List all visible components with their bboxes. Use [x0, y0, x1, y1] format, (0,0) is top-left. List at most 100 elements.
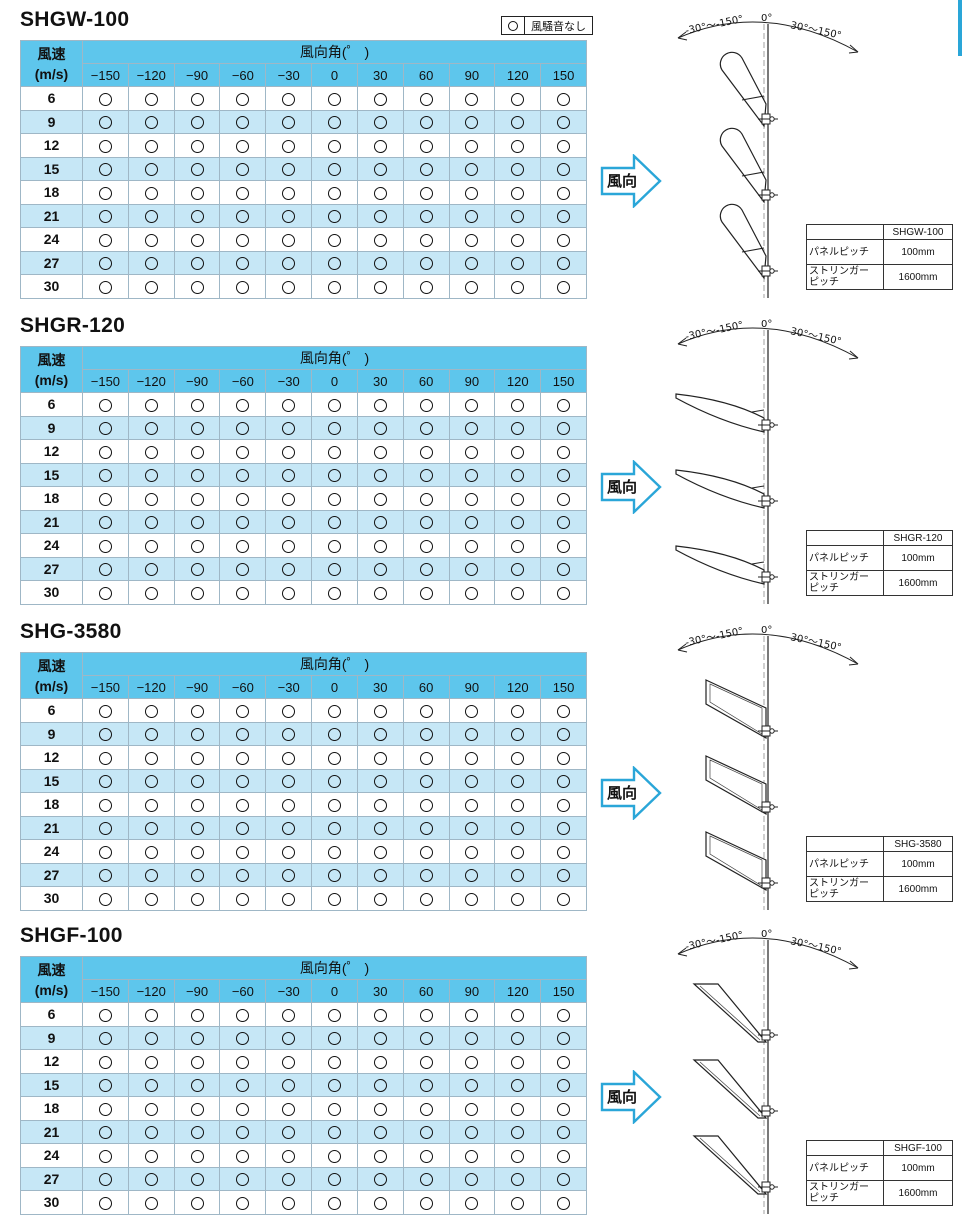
- circle-icon: [511, 586, 525, 600]
- center-angle-label: 0°: [761, 319, 772, 330]
- result-cell: [402, 721, 450, 746]
- table-row: 27: [20, 250, 587, 275]
- result-cell: [356, 250, 404, 275]
- result-cell: [402, 133, 450, 158]
- result-cell: [265, 792, 313, 817]
- circle-icon: [144, 257, 158, 271]
- circle-icon: [465, 775, 479, 789]
- circle-icon: [190, 92, 204, 106]
- result-cell: [448, 227, 496, 252]
- result-cell: [82, 180, 129, 205]
- result-cell: [82, 556, 129, 581]
- circle-icon: [236, 257, 250, 271]
- circle-icon: [419, 822, 433, 836]
- circle-icon: [557, 422, 571, 436]
- circle-icon: [327, 422, 341, 436]
- result-cell: [448, 509, 496, 534]
- result-cell: [219, 156, 267, 181]
- stringer-pitch-label: ストリンガーピッチ: [806, 570, 884, 596]
- result-cell: [311, 1072, 358, 1097]
- result-cell: [494, 1002, 542, 1027]
- result-cell: [540, 698, 587, 723]
- circle-icon: [98, 186, 112, 200]
- blade-shape: [675, 393, 778, 433]
- circle-icon: [327, 516, 341, 530]
- result-cell: [311, 509, 358, 534]
- circle-icon: [98, 210, 112, 224]
- circle-icon: [373, 422, 387, 436]
- blade-shape: [719, 127, 778, 204]
- circle-icon: [419, 469, 433, 483]
- result-cell: [173, 768, 221, 793]
- result-cell: [402, 698, 450, 723]
- circle-icon: [282, 1008, 296, 1022]
- result-cell: [82, 1190, 129, 1215]
- speed-label: 風速: [37, 961, 66, 978]
- angle-column-header: 30: [356, 979, 404, 1003]
- result-cell: [82, 133, 129, 158]
- circle-icon: [98, 704, 112, 718]
- circle-icon: [327, 186, 341, 200]
- circle-icon: [557, 728, 571, 742]
- result-cell: [356, 86, 404, 111]
- circle-icon: [98, 163, 112, 177]
- result-cell: [219, 721, 267, 746]
- circle-icon: [190, 516, 204, 530]
- speed-cell: 21: [20, 509, 83, 534]
- result-cell: [540, 274, 587, 299]
- spec-model: SHGR-120: [883, 530, 953, 546]
- circle-icon: [282, 845, 296, 859]
- table-row: 27: [20, 556, 587, 581]
- circle-icon: [511, 798, 525, 812]
- result-cell: [494, 1190, 542, 1215]
- section-title: SHG-3580: [20, 620, 122, 643]
- circle-icon: [98, 92, 112, 106]
- result-cell: [540, 768, 587, 793]
- result-cell: [540, 745, 587, 770]
- result-cell: [448, 86, 496, 111]
- result-cell: [311, 721, 358, 746]
- circle-icon: [419, 116, 433, 130]
- circle-icon: [98, 728, 112, 742]
- circle-icon: [144, 139, 158, 153]
- section-shgw-100: SHGW-100 風騒音なし 風速(m/s)風向角(゜ )−150−120−90…: [0, 8, 962, 308]
- result-cell: [219, 745, 267, 770]
- angle-column-header: −60: [219, 369, 267, 393]
- result-cell: [448, 392, 496, 417]
- circle-icon: [465, 116, 479, 130]
- table-row: 24: [20, 227, 587, 252]
- angle-column-header: −60: [219, 675, 267, 699]
- table-row: 30: [20, 274, 587, 299]
- circle-icon: [465, 492, 479, 506]
- result-cell: [540, 533, 587, 558]
- circle-icon: [465, 1055, 479, 1069]
- result-cell: [448, 1049, 496, 1074]
- result-cell: [219, 1002, 267, 1027]
- circle-icon: [465, 1196, 479, 1210]
- result-cell: [540, 133, 587, 158]
- result-cell: [311, 109, 358, 134]
- result-cell: [127, 486, 175, 511]
- result-cell: [173, 1049, 221, 1074]
- circle-icon: [282, 539, 296, 553]
- speed-cell: 30: [20, 580, 83, 605]
- result-cell: [127, 1002, 175, 1027]
- result-cell: [219, 1049, 267, 1074]
- circle-icon: [465, 210, 479, 224]
- circle-icon: [98, 398, 112, 412]
- result-cell: [219, 886, 267, 911]
- result-cell: [219, 1190, 267, 1215]
- circle-icon: [98, 139, 112, 153]
- result-cell: [311, 698, 358, 723]
- circle-icon: [236, 869, 250, 883]
- circle-icon: [557, 257, 571, 271]
- result-cell: [173, 439, 221, 464]
- circle-icon: [373, 539, 387, 553]
- result-cell: [540, 203, 587, 228]
- circle-icon: [236, 798, 250, 812]
- speed-cell: 27: [20, 556, 83, 581]
- circle-icon: [282, 892, 296, 906]
